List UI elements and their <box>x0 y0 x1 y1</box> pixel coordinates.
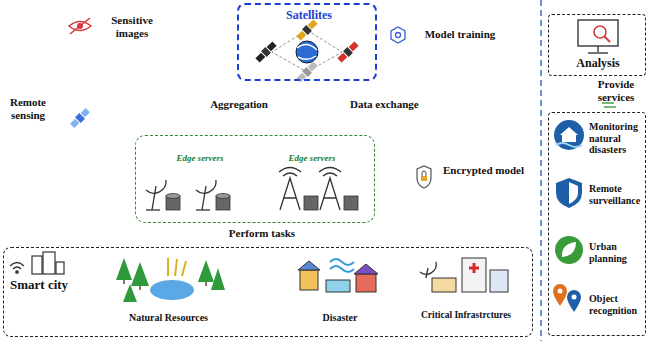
group-box: Edge servers Edge servers <box>135 135 375 223</box>
group-box: Analysis <box>548 14 646 76</box>
group-box: Satellites <box>237 3 377 81</box>
ellipse-outline <box>284 250 396 336</box>
domain-ellipse: Natural Resources <box>106 250 231 336</box>
ellipse-outline <box>106 250 231 336</box>
edge-label: Data exchange <box>350 98 434 111</box>
node-text: Natural Resources <box>106 312 231 324</box>
edge-label: Aggregation <box>196 98 268 111</box>
node-text: Edge servers <box>266 153 358 163</box>
edge-label: Provide services <box>586 78 646 103</box>
domain-ellipse: Critical Infrastrctures <box>401 250 531 336</box>
node-text: Monitoring natural disasters <box>589 121 645 156</box>
free-label: Sensitive images <box>94 14 170 39</box>
node-text: Smart city <box>10 278 100 293</box>
node-text: Satellites <box>239 9 379 23</box>
edge-label: Encrypted model <box>436 164 531 177</box>
edge-server-cloud: Edge servers <box>154 140 246 174</box>
group-box: Smart cityNatural Resources Disaster Criti… <box>3 247 533 337</box>
node-text: Analysis <box>549 57 647 71</box>
node-text: Disaster <box>284 312 396 324</box>
node-text: Remote surveillance <box>589 183 645 206</box>
node-text: Urban planning <box>589 241 645 264</box>
group-box: Monitoring natural disastersRemote surve… <box>548 112 646 336</box>
node-text: Critical Infrastrctures <box>401 310 531 321</box>
edge-label: Remote sensing <box>2 96 54 121</box>
edge-server-cloud: Edge servers <box>266 140 358 174</box>
node-text: Edge servers <box>154 153 246 163</box>
edge-label: Model training <box>410 28 510 41</box>
node-text: Object recognition <box>589 293 645 316</box>
domain-ellipse: Disaster <box>284 250 396 336</box>
ellipse-outline <box>401 250 531 336</box>
edge-label: Perform tasks <box>212 227 312 240</box>
